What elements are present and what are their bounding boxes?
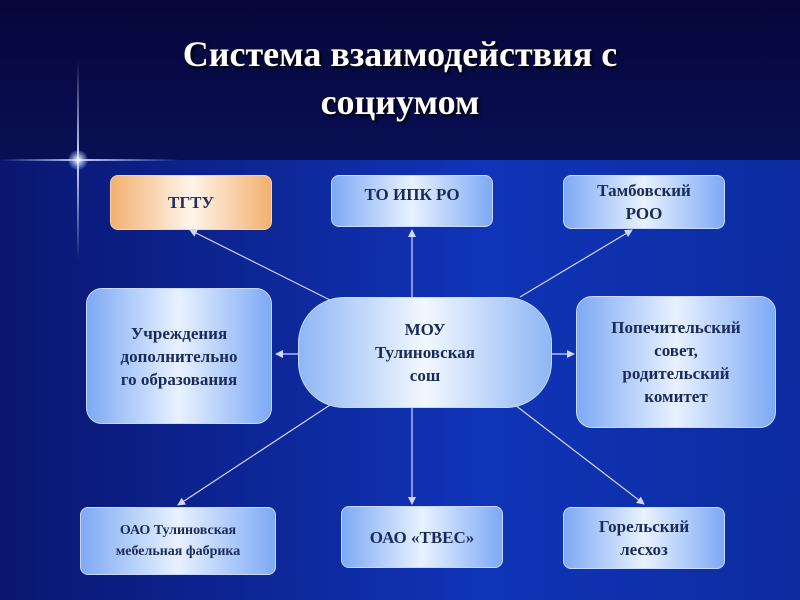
node-popechitelsky-line-1: Попечительский (611, 318, 741, 337)
node-popechitelsky-line-4: комитет (644, 387, 708, 406)
node-mebel-label: ОАО Тулиновская мебельная фабрика (116, 520, 241, 562)
node-tambov-roo-label: Тамбовский РОО (597, 179, 691, 225)
title-line-2: социумом (320, 82, 480, 122)
node-tves: ОАО «ТВЕС» (341, 506, 503, 568)
node-gorelsky: Горельский лесхоз (563, 507, 725, 569)
node-popechitelsky-line-2: совет, (654, 341, 698, 360)
link-to-gorelsky (514, 404, 645, 505)
center-node-line-1: МОУ (404, 320, 446, 339)
sparkle-horizontal-ray (0, 159, 180, 161)
title-line-1: Система взаимодействия с (182, 34, 618, 74)
node-uchrezhdeniya-line-2: дополнительно (120, 346, 238, 366)
node-popechitelsky: Попечительский совет, родительский комит… (576, 296, 776, 428)
node-tves-line-1: ОАО «ТВЕС» (369, 527, 475, 547)
header-band (0, 0, 800, 160)
node-mebel-line-1: ОАО Тулиновская (119, 523, 237, 538)
node-tgtu: ТГТУ (110, 175, 272, 230)
center-node-mou: МОУ Тулиновская сош (298, 297, 552, 408)
node-to-ipk-ro-line-1: ТО ИПК РО (364, 185, 460, 204)
node-tambov-roo-line-1: Тамбовский (597, 181, 691, 200)
node-uchrezhdeniya-line-3: го образования (120, 369, 238, 389)
node-tambov-roo: Тамбовский РОО (563, 175, 725, 229)
node-mebel-line-2: мебельная фабрика (115, 544, 241, 559)
node-tambov-roo-line-2: РОО (625, 204, 663, 223)
node-tgtu-label: ТГТУ (168, 191, 214, 214)
link-to-mebel (177, 404, 331, 506)
node-gorelsky-line-2: лесхоз (620, 540, 668, 559)
node-to-ipk-ro-label: ТО ИПК РО (364, 183, 459, 206)
center-node-line-3: сош (409, 366, 441, 385)
node-uchrezhdeniya-line-1: Учреждения (130, 323, 228, 343)
node-gorelsky-line-1: Горельский (598, 517, 690, 536)
link-to-tgtu (189, 229, 331, 301)
node-tves-label: ОАО «ТВЕС» (370, 526, 475, 549)
node-gorelsky-label: Горельский лесхоз (599, 515, 689, 561)
node-to-ipk-ro: ТО ИПК РО (331, 175, 493, 227)
center-node-label: МОУ Тулиновская сош (375, 318, 475, 387)
node-uchrezhdeniya: Учреждения дополнительно го образования (86, 288, 272, 424)
node-uchrezhdeniya-label: Учреждения дополнительно го образования (120, 322, 237, 391)
node-mebel: ОАО Тулиновская мебельная фабрика (80, 507, 276, 575)
node-tgtu-line-1: ТГТУ (168, 193, 214, 212)
node-popechitelsky-label: Попечительский совет, родительский комит… (611, 316, 740, 408)
sparkle-star-icon (68, 150, 88, 170)
center-node-line-2: Тулиновская (375, 343, 475, 362)
link-to-tambov-roo (519, 229, 633, 298)
slide-title: Система взаимодействия с социумом (100, 30, 700, 126)
node-popechitelsky-line-3: родительский (622, 364, 730, 383)
